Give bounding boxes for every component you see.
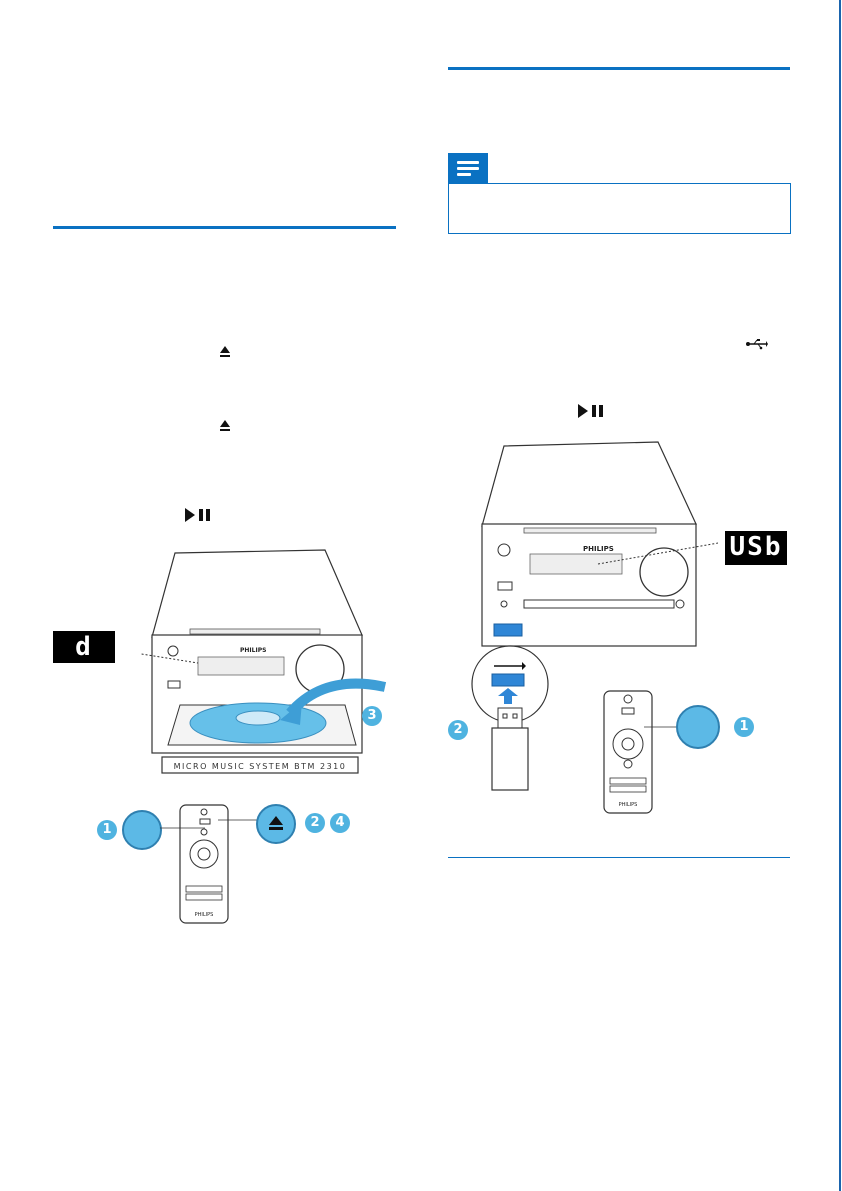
callout-line xyxy=(644,726,680,728)
svg-text:PHILIPS: PHILIPS xyxy=(195,912,214,918)
note-icon xyxy=(448,153,488,184)
step-badge-3: 3 xyxy=(362,706,382,726)
remote-control-left: PHILIPS xyxy=(179,804,229,924)
eject-icon xyxy=(220,346,230,358)
svg-text:PHILIPS: PHILIPS xyxy=(619,802,638,808)
remote-control-right: PHILIPS xyxy=(603,690,653,814)
page-edge-line xyxy=(839,0,841,1191)
eject-icon xyxy=(220,420,230,432)
micro-system-disc-illustration: MICRO MUSIC SYSTEM BTM 2310 PHILIPS xyxy=(140,549,387,774)
play-pause-icon xyxy=(578,404,606,418)
callout-line xyxy=(160,819,258,829)
step-badge-1: 1 xyxy=(97,820,117,840)
step-badge-2: 2 xyxy=(305,813,325,833)
display-usb: USb xyxy=(725,531,787,565)
section-rule-left xyxy=(53,226,396,229)
step-badge-2: 2 xyxy=(448,720,468,740)
note-box xyxy=(448,183,791,234)
section-divider xyxy=(448,857,790,858)
eject-icon xyxy=(269,816,283,830)
micro-system-usb-illustration: PHILIPS xyxy=(481,441,718,647)
remote-button-highlight xyxy=(122,810,162,850)
step-badge-4: 4 xyxy=(330,813,350,833)
model-label: MICRO MUSIC SYSTEM BTM 2310 xyxy=(174,762,347,771)
brand-logo: PHILIPS xyxy=(583,545,614,553)
usb-insert-illustration xyxy=(471,645,549,791)
step-badge-1: 1 xyxy=(734,717,754,737)
display-disc: d ISC xyxy=(53,631,115,694)
play-pause-icon xyxy=(185,508,213,522)
section-rule-right xyxy=(448,67,790,70)
brand-logo: PHILIPS xyxy=(240,647,266,654)
usb-icon xyxy=(746,338,768,350)
remote-button-highlight xyxy=(676,705,720,749)
